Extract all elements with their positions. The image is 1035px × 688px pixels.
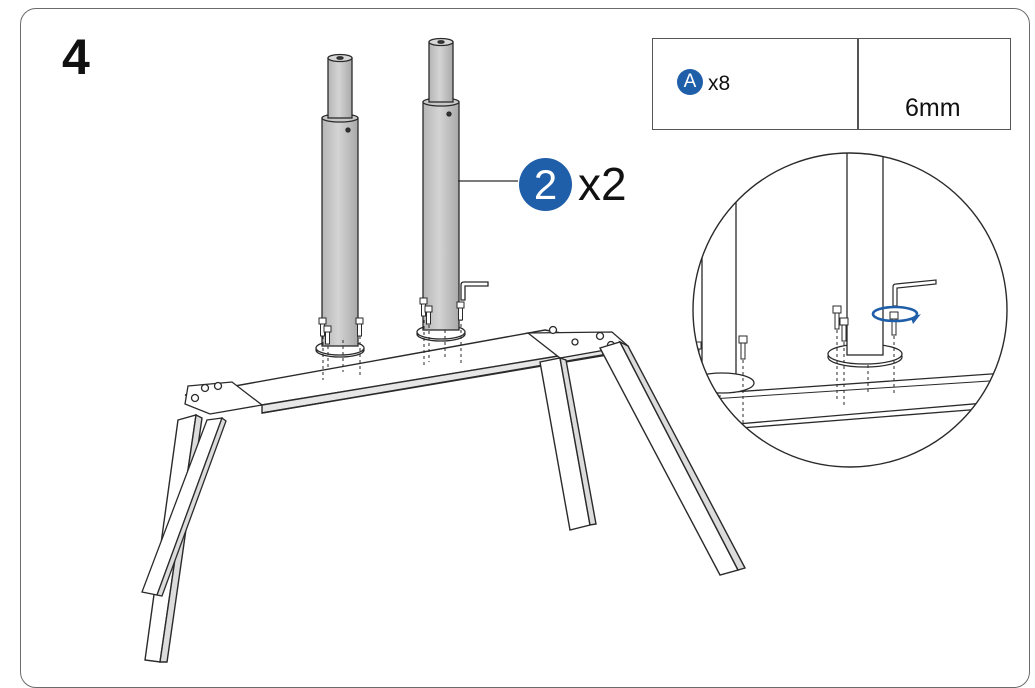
part-2-quantity: x2 [578, 158, 627, 210]
hex-key-size: 6mm [905, 94, 961, 122]
front-right-leg [539, 356, 597, 531]
rear-left-leg [141, 416, 227, 597]
assembly-illustration [141, 37, 1008, 663]
left-end-plate [184, 381, 264, 415]
part-a-quantity: x8 [708, 72, 731, 95]
rear-right-leg [598, 340, 747, 576]
part-a-badge: A [677, 69, 703, 95]
parts-box-divider [857, 39, 859, 129]
hex-key-small [460, 281, 489, 301]
parts-box: A x8 6mm [652, 38, 1011, 130]
step-number: 4 [62, 29, 90, 85]
column-left [315, 53, 365, 358]
part-2-badge: 2 [519, 158, 572, 211]
zoom-circle-outline [692, 152, 1008, 468]
column-right [416, 37, 466, 342]
bolts-right-column [419, 297, 465, 366]
bolts-left-column [318, 317, 364, 380]
